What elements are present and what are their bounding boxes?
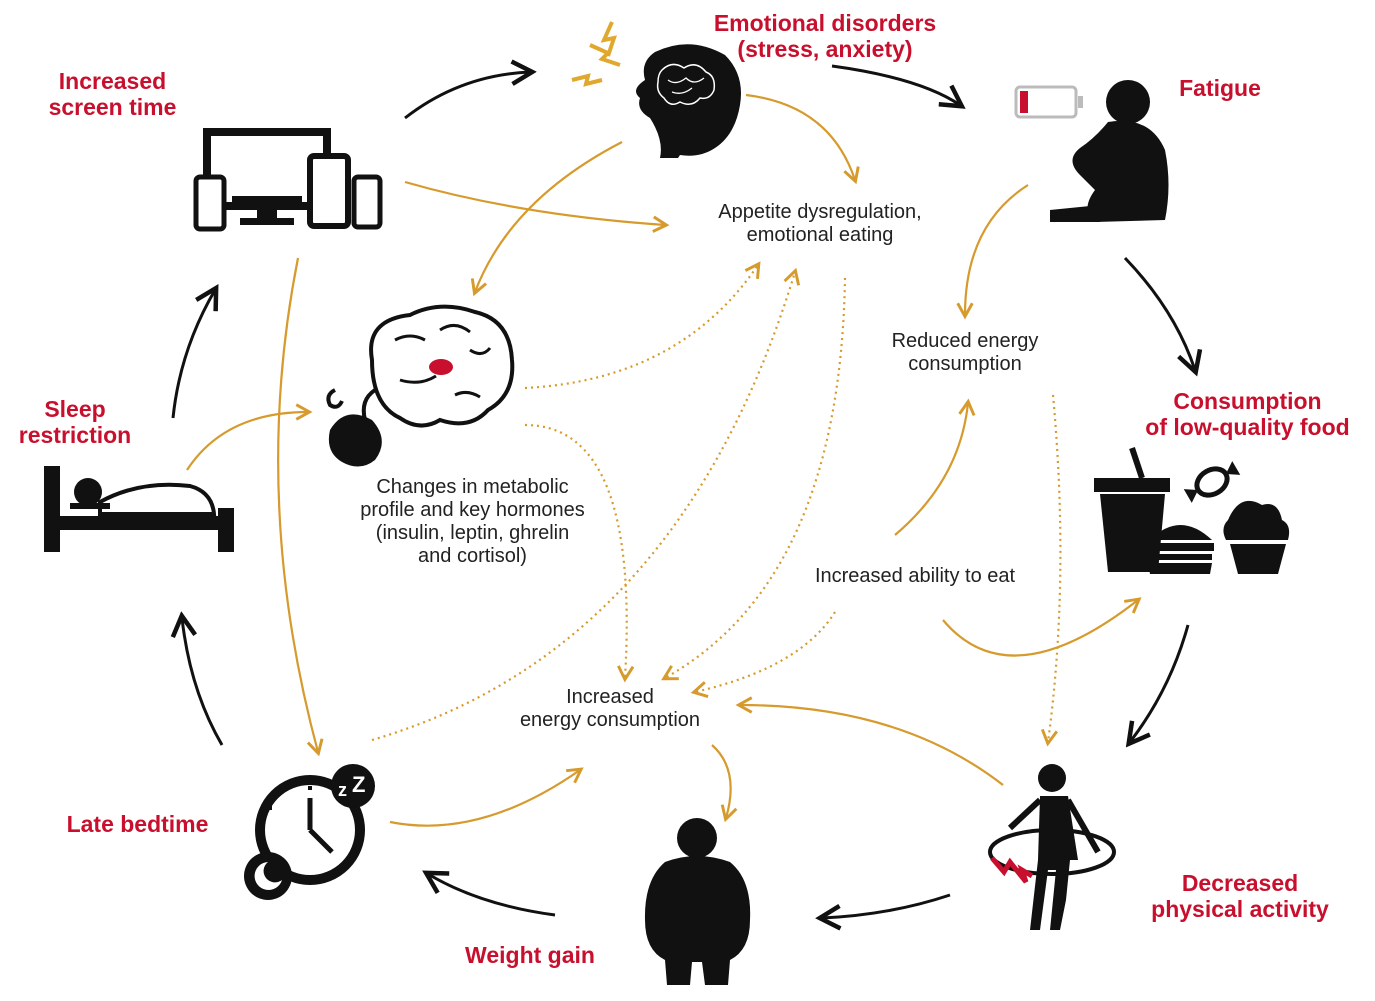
label-sleep-restriction: Sleep restriction xyxy=(18,396,132,448)
arrow-appetite-to-increased xyxy=(665,277,847,678)
label-metabolic-changes: Changes in metabolic profile and key hor… xyxy=(360,476,585,567)
junk-food-icon xyxy=(1094,447,1290,574)
arrow-screen-to-emotional xyxy=(404,72,530,120)
label-appetite-dysregulation: Appetite dysregulation, emotional eating xyxy=(718,201,922,246)
arrow-activity-to-increased xyxy=(740,705,1004,786)
label-decreased-physical-activity: Decreased physical activity xyxy=(1151,870,1329,922)
label-emotional-disorders: Emotional disorders (stress, anxiety) xyxy=(713,10,937,62)
cycle-arrows xyxy=(173,66,1195,918)
label-increased-energy-consumption: Increased energy consumption xyxy=(519,686,701,731)
dotted-arrows xyxy=(371,265,1062,742)
arrow-sleep-to-brain xyxy=(186,412,308,471)
arrow-ability-to-reduced xyxy=(894,403,968,536)
bed-sleep-icon xyxy=(44,466,234,552)
arrow-weight-to-bedtime xyxy=(428,874,556,917)
arrow-screen-to-clock xyxy=(277,257,318,752)
arrow-ability-to-food xyxy=(942,600,1138,657)
arrow-activity-to-weight xyxy=(822,893,951,918)
child-head-stress-icon xyxy=(571,21,741,158)
arrow-reduced-to-activity xyxy=(1048,394,1062,742)
arrow-head-to-appetite xyxy=(745,93,855,180)
label-reduced-energy-consumption: Reduced energy consumption xyxy=(891,330,1039,375)
brain-hormones-icon xyxy=(326,304,515,467)
label-weight-gain: Weight gain xyxy=(465,942,595,968)
arrow-clock-to-increased xyxy=(389,770,580,827)
devices-icon xyxy=(193,128,383,232)
arrow-emotional-to-fatigue xyxy=(831,64,960,105)
label-late-bedtime: Late bedtime xyxy=(66,811,209,837)
arrow-head-to-brain xyxy=(475,141,623,292)
label-fatigue: Fatigue xyxy=(1179,75,1261,101)
overweight-child-icon xyxy=(644,818,751,985)
arrow-fatigue-to-food xyxy=(1123,256,1195,370)
arrow-sleep-to-screen xyxy=(171,290,215,419)
label-increased-screen-time: Increased screen time xyxy=(48,68,177,120)
arrow-increased-to-child xyxy=(711,744,731,818)
clock-sleep-icon: z Z xyxy=(244,764,375,900)
child-hula-hoop-icon xyxy=(988,764,1116,930)
tired-child-low-battery-icon xyxy=(1014,80,1169,222)
arrow-brain-to-increased xyxy=(524,423,627,678)
arrow-food-to-activity xyxy=(1130,624,1190,742)
arrow-ability-to-increased xyxy=(695,611,836,692)
arrow-bedtime-to-sleep xyxy=(182,618,224,746)
arrow-fatigue-to-reduced xyxy=(965,184,1029,315)
label-increased-ability-to-eat: Increased ability to eat xyxy=(814,565,1016,587)
svg-text:z: z xyxy=(338,780,347,800)
label-low-quality-food: Consumption of low-quality food xyxy=(1145,388,1350,440)
svg-text:Z: Z xyxy=(352,772,365,797)
mechanism-arrows xyxy=(186,93,1138,827)
arrow-brain-to-appetite xyxy=(524,265,758,390)
